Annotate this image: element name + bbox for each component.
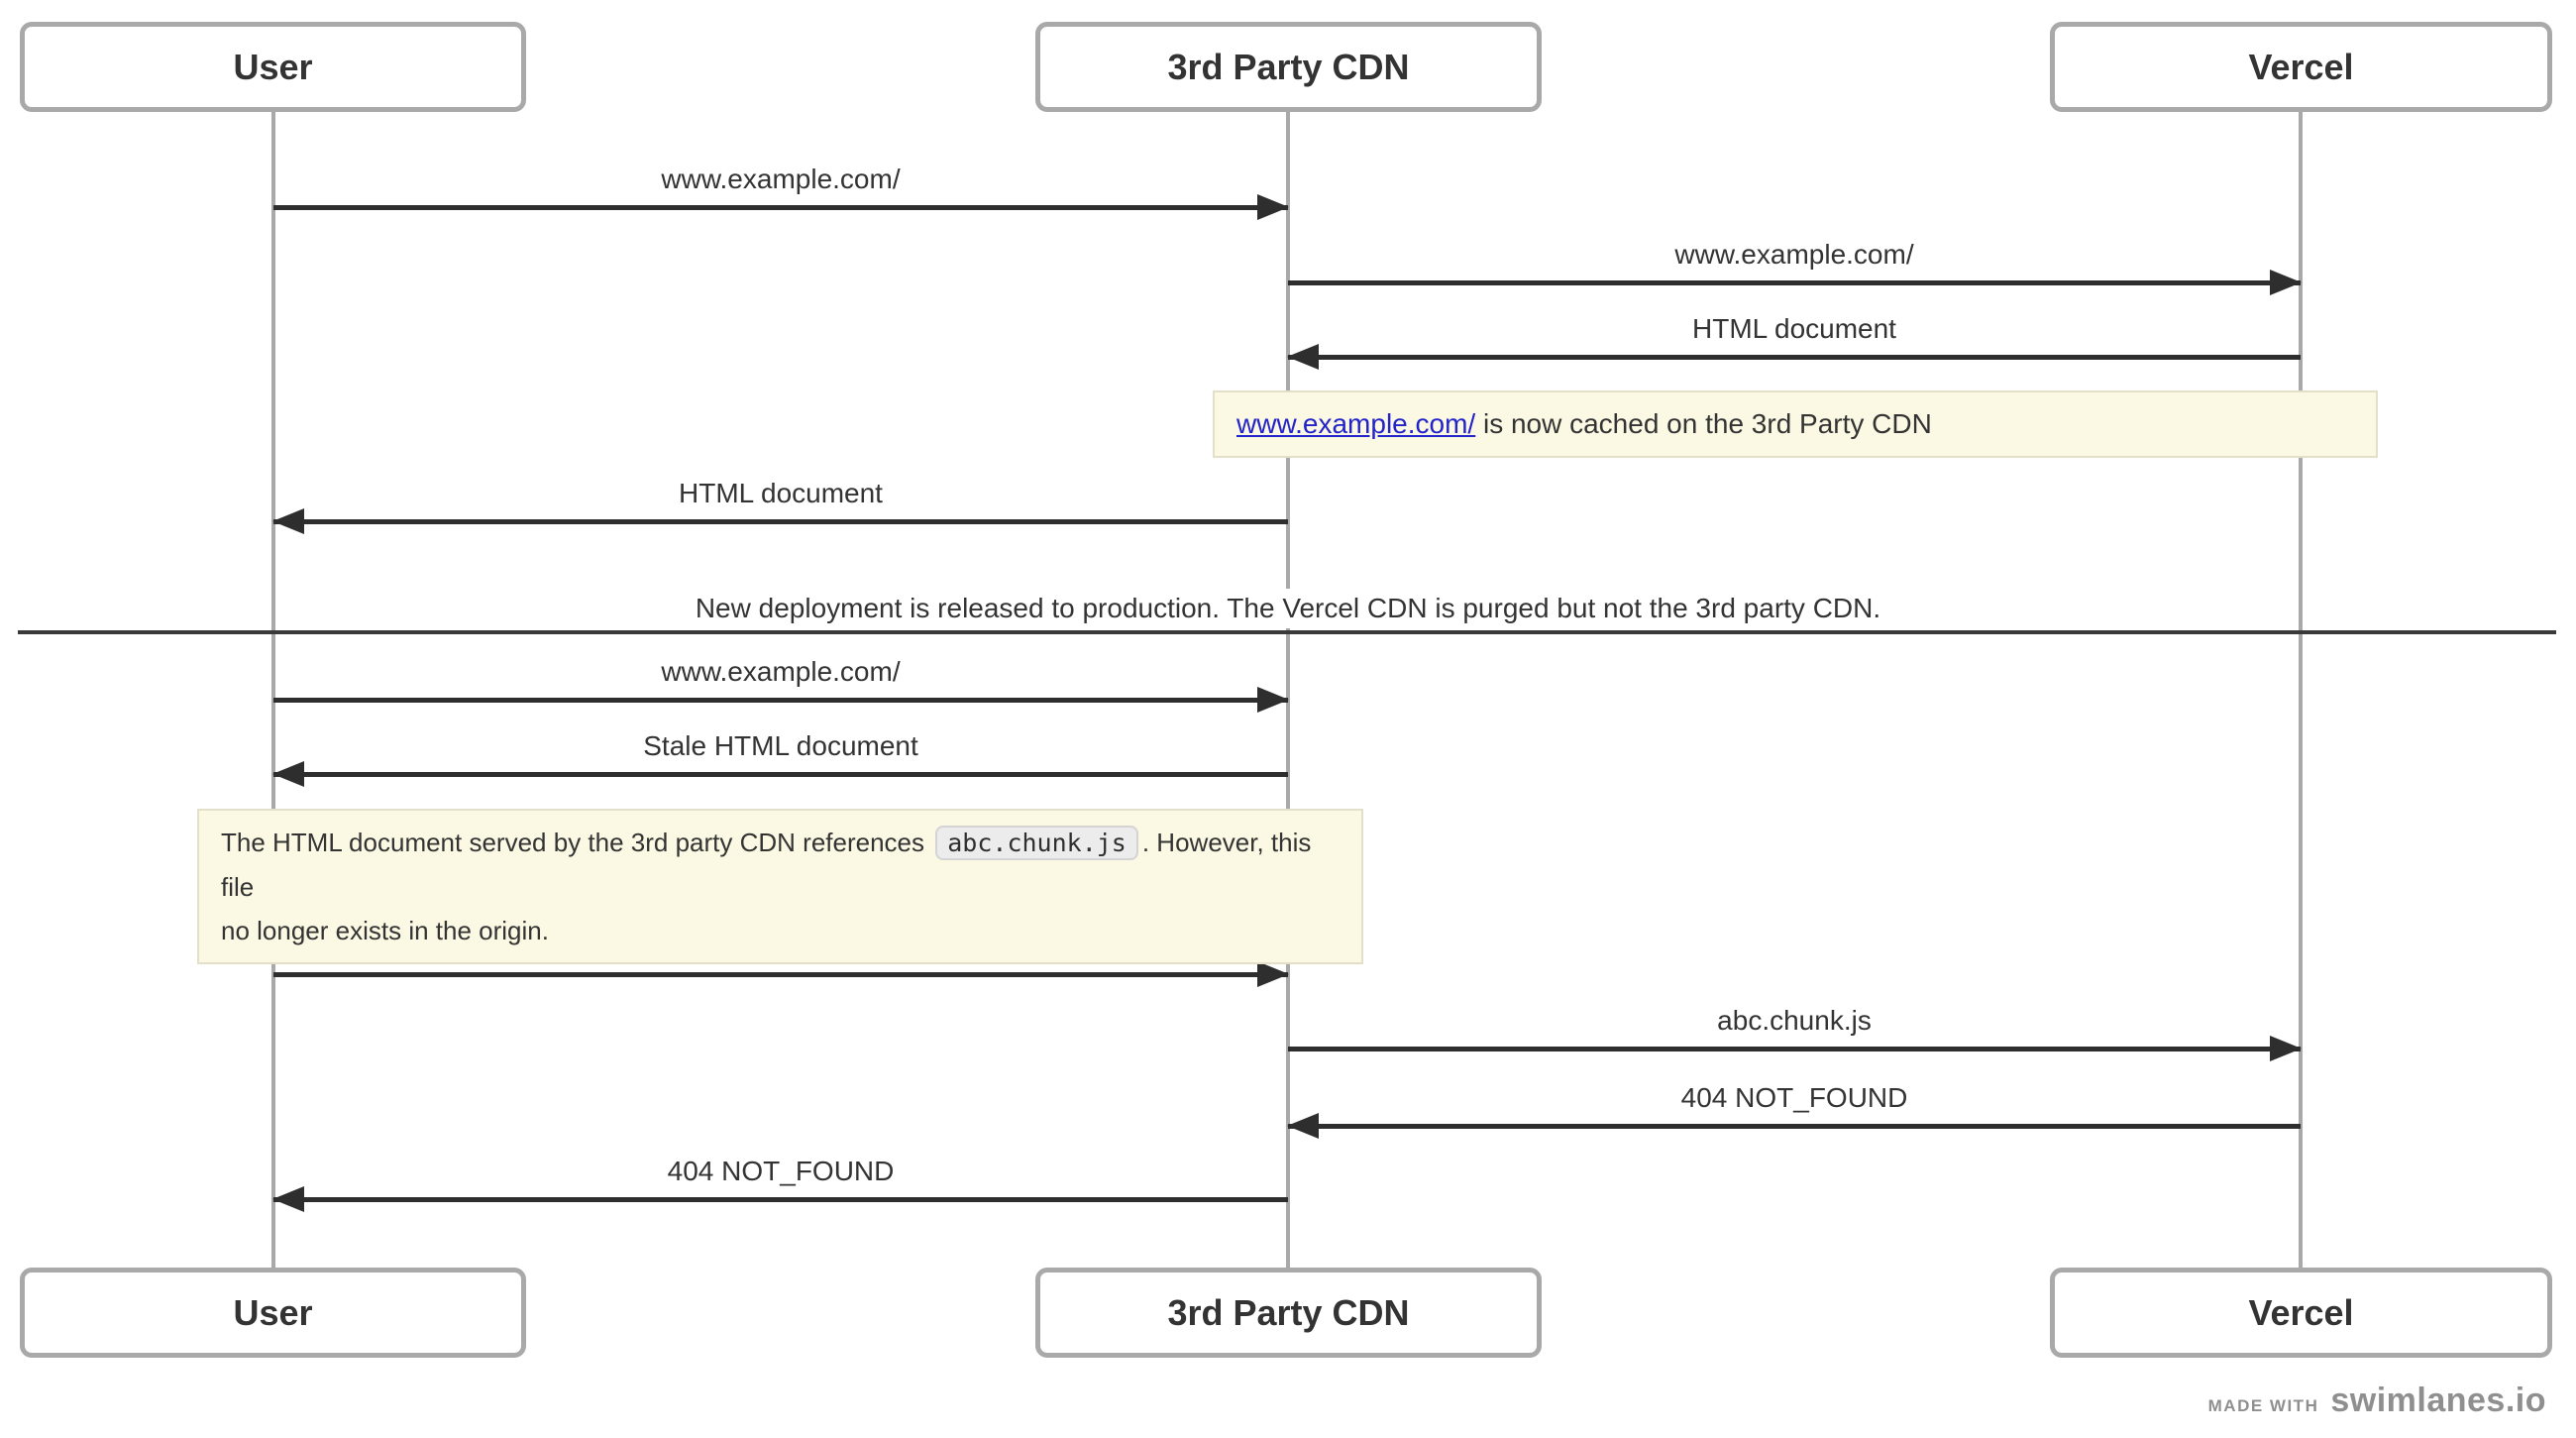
lifeline-vercel: [2299, 109, 2303, 1270]
message-label: abc.chunk.js: [1717, 1005, 1872, 1036]
arrowhead-right-icon: [1257, 961, 1289, 987]
arrowhead-left-icon: [272, 508, 304, 534]
message-line: [273, 772, 1288, 777]
note-3: www.example.com/ is now cached on the 3r…: [1213, 390, 2378, 458]
arrowhead-left-icon: [272, 1186, 304, 1212]
note-text-part: The HTML document served by the 3rd part…: [221, 828, 932, 857]
message-label: 404 NOT_FOUND: [667, 1156, 895, 1186]
actor-box-cdn-top: 3rd Party CDN: [1035, 22, 1542, 112]
footer-brand-link[interactable]: swimlanes.io: [2330, 1382, 2546, 1419]
message-line: [273, 1197, 1288, 1202]
message-line: [273, 698, 1288, 703]
note-8: The HTML document served by the 3rd part…: [197, 809, 1363, 964]
message-line: [1288, 1124, 2301, 1129]
footer-made-with-label: MADE WITH: [2207, 1396, 2319, 1415]
message-label: www.example.com/: [1674, 239, 1914, 270]
divider-line: [18, 630, 2556, 634]
arrowhead-right-icon: [2270, 1036, 2302, 1061]
arrowhead-left-icon: [1287, 1113, 1319, 1139]
arrowhead-right-icon: [2270, 270, 2302, 295]
actor-box-user-top: User: [20, 22, 526, 112]
message-label: Stale HTML document: [643, 730, 918, 761]
message-label: 404 NOT_FOUND: [1680, 1082, 1908, 1113]
actor-box-user-bottom: User: [20, 1268, 526, 1358]
code-chip: abc.chunk.js: [935, 826, 1138, 860]
actor-box-vercel-top: Vercel: [2050, 22, 2552, 112]
arrowhead-right-icon: [1257, 687, 1289, 713]
note-text: The HTML document served by the 3rd part…: [221, 821, 1340, 952]
message-label: HTML document: [679, 478, 883, 508]
note-text-part: no longer exists in the origin.: [221, 916, 549, 945]
note-text: www.example.com/ is now cached on the 3r…: [1236, 402, 1932, 446]
message-line: [273, 972, 1288, 977]
message-line: [1288, 280, 2301, 285]
message-line: [273, 519, 1288, 524]
message-label: www.example.com/: [661, 164, 901, 194]
arrowhead-left-icon: [272, 761, 304, 787]
divider-label: New deployment is released to production…: [677, 589, 1899, 628]
message-line: [1288, 355, 2301, 360]
note-text-part: . However, this file: [221, 828, 1312, 902]
example-url-link[interactable]: www.example.com/: [1236, 408, 1476, 439]
message-label: www.example.com/: [661, 656, 901, 687]
arrowhead-left-icon: [1287, 344, 1319, 370]
message-line: [273, 205, 1288, 210]
arrowhead-right-icon: [1257, 194, 1289, 220]
footer: MADE WITH swimlanes.io: [2208, 1382, 2546, 1420]
note-text-part: is now cached on the 3rd Party CDN: [1475, 408, 1932, 439]
message-label: HTML document: [1692, 313, 1896, 344]
lifeline-user: [271, 109, 275, 1270]
message-line: [1288, 1047, 2301, 1051]
actor-box-cdn-bottom: 3rd Party CDN: [1035, 1268, 1542, 1358]
actor-box-vercel-bottom: Vercel: [2050, 1268, 2552, 1358]
